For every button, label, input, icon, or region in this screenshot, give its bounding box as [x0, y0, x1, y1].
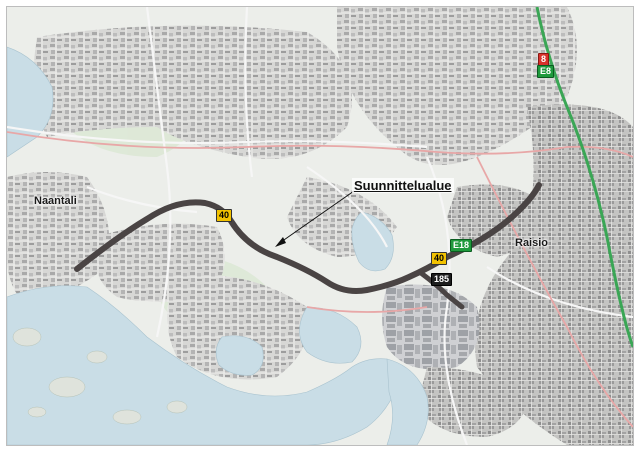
- arrow-pointer: [275, 190, 355, 247]
- strait: [299, 306, 362, 364]
- road-shield-40-east: 40: [431, 252, 448, 265]
- islands: [12, 327, 188, 425]
- planned-route-branch: [418, 270, 465, 310]
- pink-roads: [7, 131, 633, 428]
- planning-area-label: Suunnittelualue: [352, 178, 454, 193]
- sea-south: [7, 285, 399, 445]
- bay-north: [351, 211, 394, 272]
- road-shield-e8: E8: [537, 65, 555, 78]
- map-canvas: [7, 7, 633, 445]
- secondary-roads: [7, 7, 633, 445]
- map-view[interactable]: Naantali Raisio Suunnittelualue 40 40 E1…: [6, 6, 634, 446]
- place-label-raisio: Raisio: [515, 237, 549, 249]
- motorway-e8: [535, 7, 633, 348]
- inner-lagoon: [215, 335, 264, 376]
- urban-areas: [7, 7, 633, 445]
- road-shield-40-west: 40: [216, 209, 233, 222]
- place-label-naantali: Naantali: [34, 195, 77, 207]
- canal: [386, 358, 429, 445]
- road-shield-e18: E18: [450, 239, 473, 252]
- road-shield-185: 185: [431, 273, 453, 286]
